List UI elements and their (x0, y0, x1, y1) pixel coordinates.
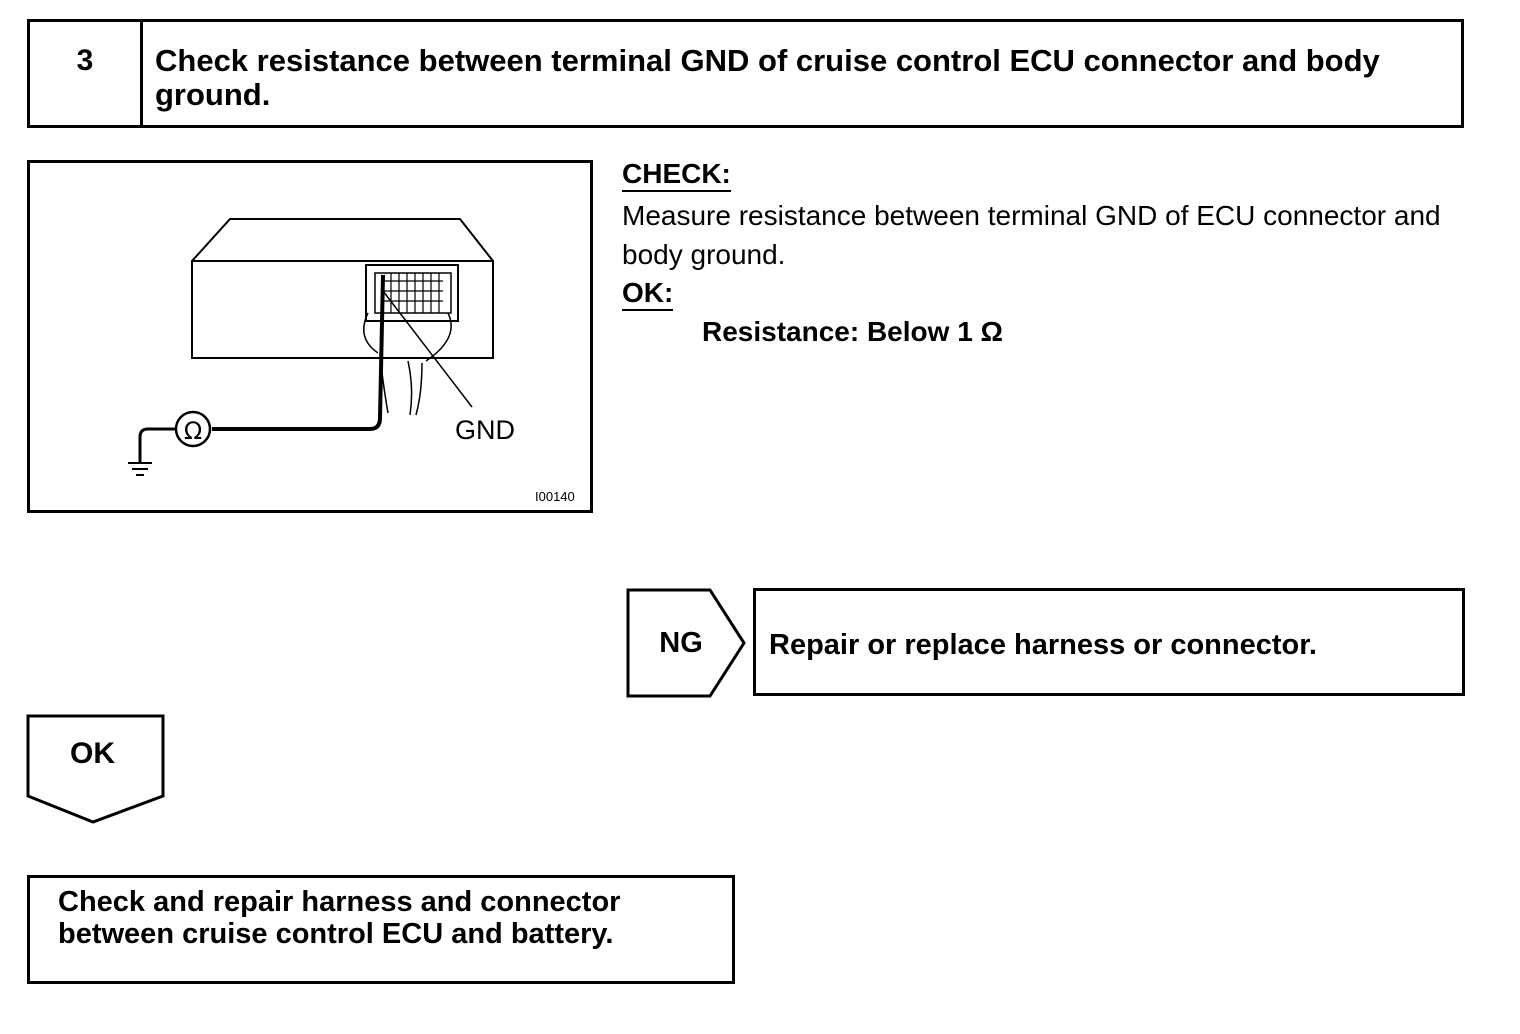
tester-lead (212, 274, 385, 431)
figure-code: I00140 (535, 489, 575, 504)
ok-action: Check and repair harness and connector b… (27, 875, 735, 984)
step-number: 3 (30, 22, 143, 125)
ok-label: OK (70, 737, 115, 770)
ecu-top-outline (191, 218, 494, 262)
ng-arrow-icon (626, 588, 746, 698)
harness-wire-right (415, 362, 423, 416)
ok-heading: OK: (622, 277, 674, 311)
ok-arrow-icon (26, 714, 165, 824)
ng-label: NG (659, 626, 703, 659)
step-header: 3 Check resistance between terminal GND … (27, 19, 1464, 128)
connector-pins (383, 273, 443, 313)
gnd-leader-line (382, 290, 473, 408)
ground-lead (138, 427, 176, 463)
ecu-connector (365, 264, 459, 322)
step-title: Check resistance between terminal GND of… (155, 43, 1380, 112)
check-instruction: Measure resistance between terminal GND … (622, 200, 1441, 270)
check-heading: CHECK: (622, 158, 731, 192)
ecu-connector-diagram: Ω GND I00140 (27, 160, 593, 513)
resistance-spec: Resistance: Below 1 Ω (702, 316, 1003, 347)
gnd-label: GND (455, 415, 515, 445)
ng-action: Repair or replace harness or connector. (753, 588, 1465, 696)
ecu-body (191, 260, 494, 359)
ohm-symbol: Ω (184, 417, 202, 445)
ecu-illustration: Ω GND (128, 218, 515, 476)
